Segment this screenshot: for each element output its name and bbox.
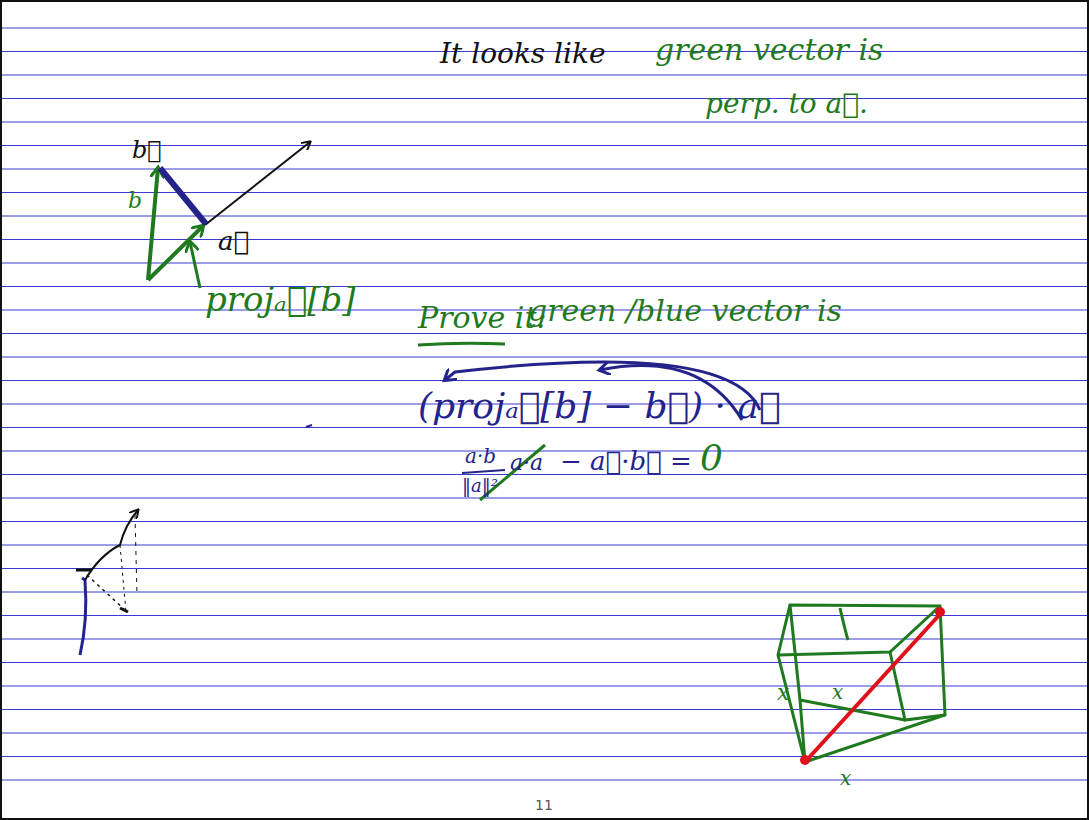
fraction-bar bbox=[462, 470, 505, 473]
expression: (projₐ⃗[b] − b⃗) · a⃗ bbox=[418, 388, 781, 424]
sketch-line bbox=[80, 578, 86, 655]
edge-length: x bbox=[840, 768, 851, 788]
result: 0 bbox=[700, 440, 723, 476]
edge-length: x bbox=[832, 682, 843, 702]
note-text: green /blue vector is bbox=[528, 296, 842, 326]
space-diagonal bbox=[805, 612, 942, 762]
expression: − a⃗·b⃗ = bbox=[560, 448, 692, 474]
vector-name: b⃗ bbox=[132, 138, 162, 162]
note-text: perp. to a⃗. bbox=[705, 90, 868, 118]
vector-name: b bbox=[128, 190, 142, 212]
dashed-line bbox=[135, 515, 137, 595]
pointer-arrow bbox=[190, 242, 200, 288]
vector-name: a⃗ bbox=[218, 228, 249, 254]
dashed-line bbox=[120, 545, 126, 612]
projection-vector bbox=[148, 226, 203, 280]
sketch-tick bbox=[76, 569, 92, 572]
sketch-line bbox=[85, 510, 138, 580]
edge-length: x bbox=[777, 682, 789, 704]
dashed-line bbox=[87, 575, 125, 610]
ruled-lines bbox=[0, 28, 1089, 780]
denominator: ‖a‖² bbox=[462, 477, 498, 495]
sketch-tick bbox=[120, 608, 128, 612]
underline bbox=[418, 343, 505, 345]
vector-a bbox=[205, 142, 310, 225]
diagonal-end bbox=[800, 755, 810, 765]
vector-b bbox=[148, 168, 158, 280]
cube-sketch bbox=[778, 605, 945, 762]
cancelled-term: a·a bbox=[510, 452, 543, 474]
note-heading: Prove it: bbox=[418, 303, 547, 333]
page-number: 11 bbox=[535, 798, 553, 812]
numerator: a·b bbox=[465, 446, 496, 466]
diagonal-end bbox=[935, 607, 945, 617]
note-text: green vector is bbox=[655, 35, 883, 65]
stray-mark bbox=[306, 425, 312, 427]
note-text: It looks like bbox=[440, 40, 606, 68]
projection-label: projₐ⃗[b] bbox=[205, 282, 356, 316]
perp-vector bbox=[160, 168, 206, 224]
